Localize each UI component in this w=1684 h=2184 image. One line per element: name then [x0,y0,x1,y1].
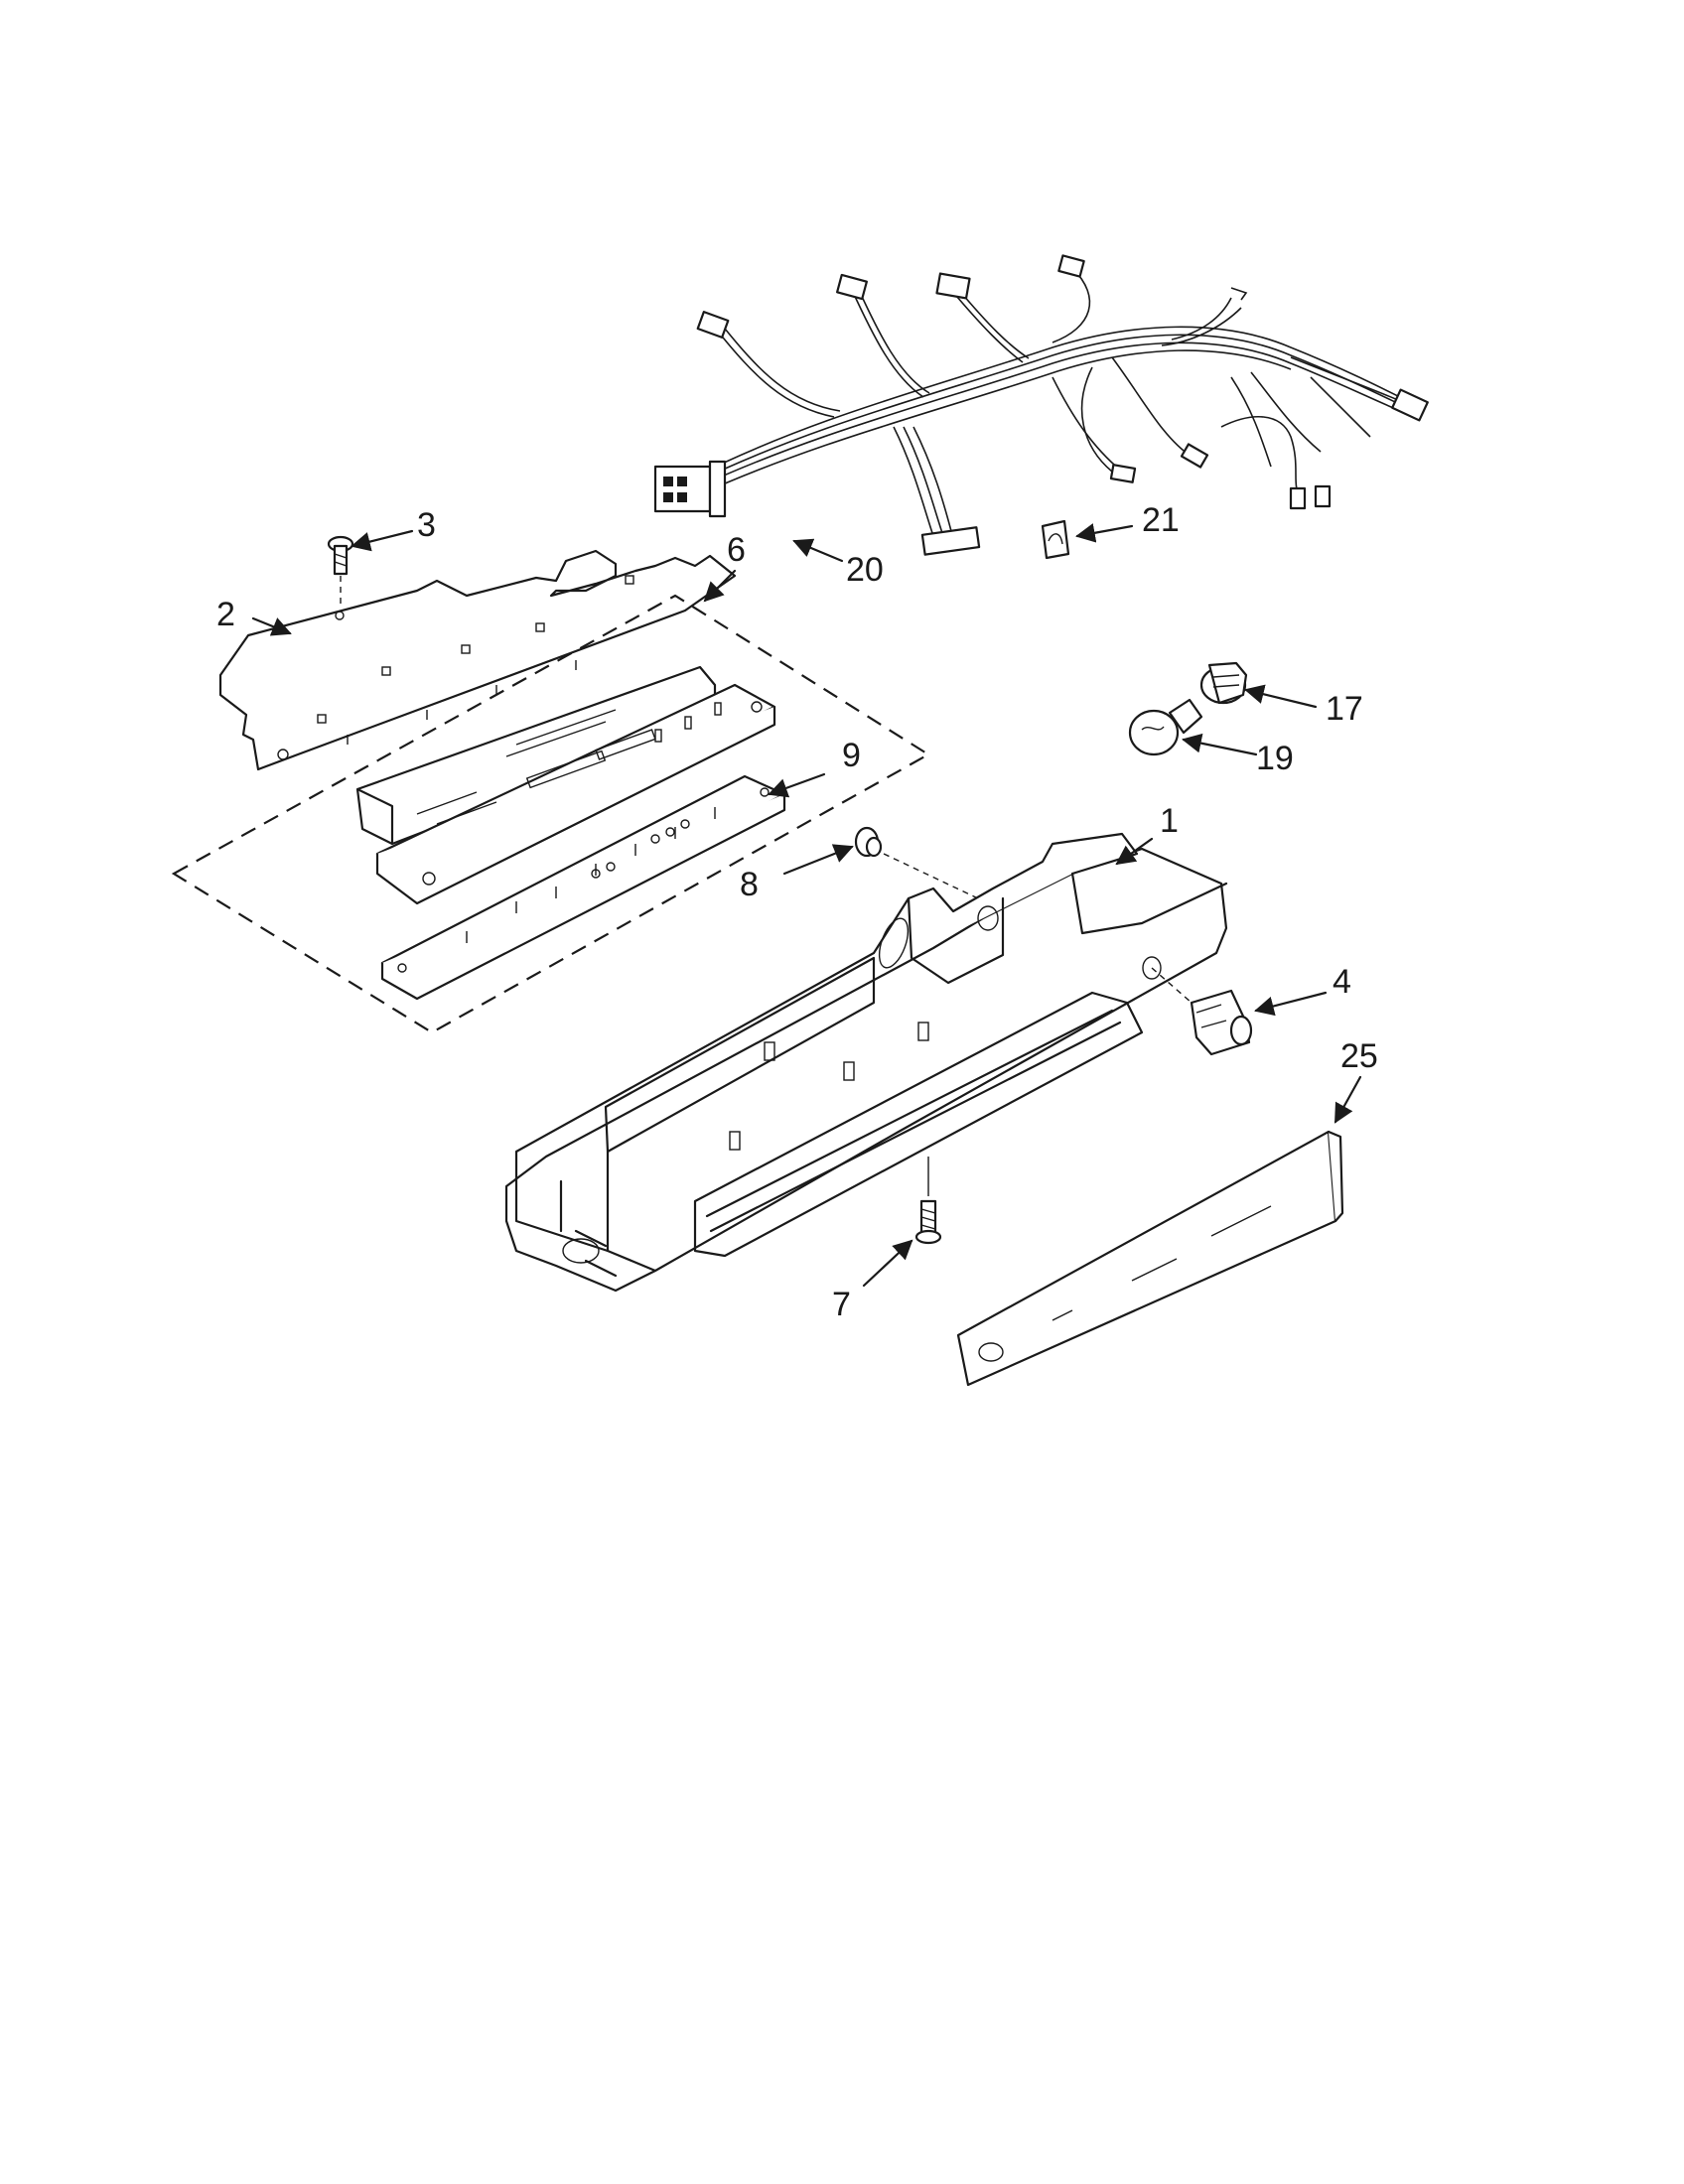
control-board [355,665,776,905]
lamp-socket [1199,661,1248,705]
screw [327,535,354,608]
mounting-plate [218,549,737,771]
nameplate [956,1130,1344,1387]
callout-7: 7 [832,1286,851,1323]
wire-clip [1041,519,1070,560]
callout-labels: 1 2 3 4 6 7 8 9 17 19 20 21 25 [216,501,1378,1323]
switch [1151,967,1253,1056]
wire-harness [653,254,1429,556]
callout-8: 8 [740,866,759,903]
callout-17: 17 [1326,690,1363,728]
display-board [380,774,786,1001]
callout-1: 1 [1160,802,1179,840]
callout-19: 19 [1256,740,1294,777]
callout-20: 20 [846,551,884,589]
control-housing [504,832,1228,1293]
push-fastener [854,826,979,899]
callout-2: 2 [216,596,235,633]
callout-6: 6 [727,531,746,569]
screw-lower [914,1157,942,1245]
callout-3: 3 [417,506,436,544]
callout-4: 4 [1333,963,1351,1001]
callout-9: 9 [842,737,861,774]
callout-21: 21 [1142,501,1180,539]
light-bulb [1128,698,1203,756]
leader-lines [251,523,1362,1288]
callout-25: 25 [1340,1037,1378,1075]
